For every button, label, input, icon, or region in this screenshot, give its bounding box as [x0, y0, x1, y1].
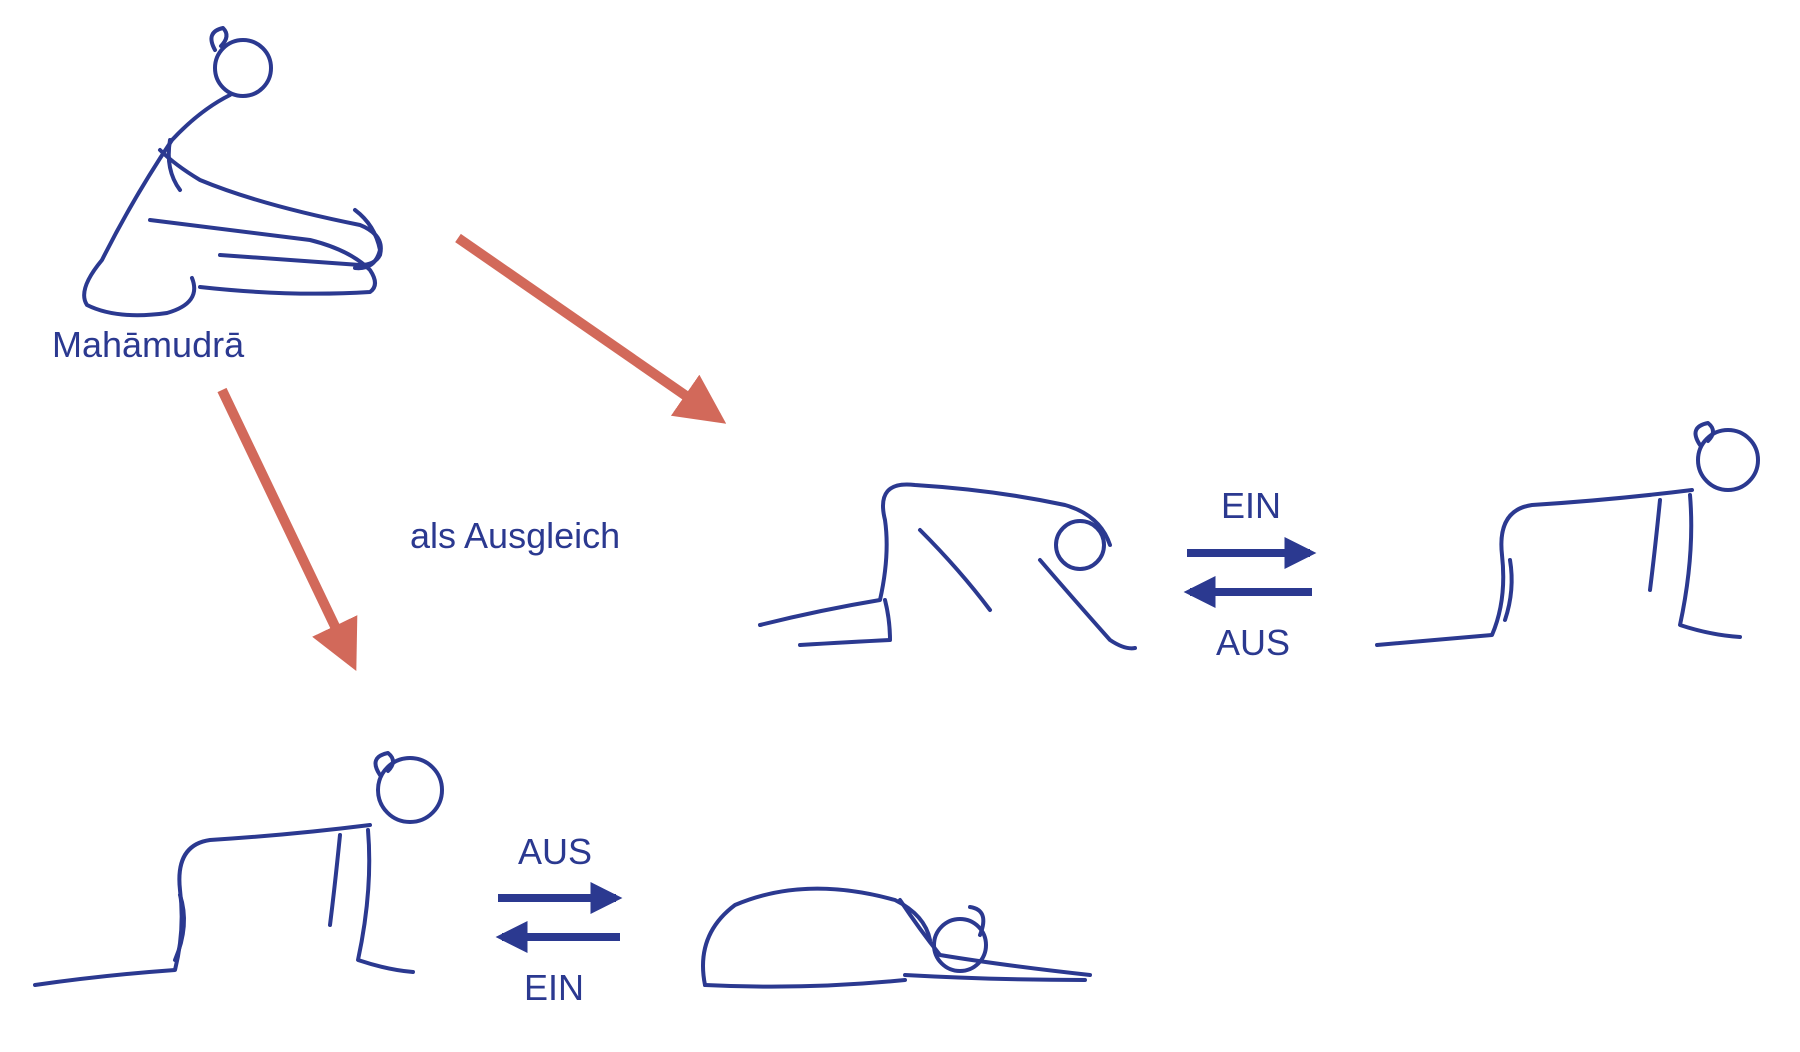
arrow-to-bottom-sequence: [217, 387, 358, 672]
figure-rounded-back-right: [758, 482, 1137, 651]
label-right-ein: EIN: [1221, 485, 1282, 526]
label-bottom-aus: AUS: [518, 831, 593, 872]
label-mahamudra: Mahāmudrā: [52, 324, 245, 365]
figure-childs-pose-bottom: [701, 886, 1092, 989]
figure-tabletop-bottom: [33, 751, 444, 987]
label-bottom-ein: EIN: [524, 967, 585, 1008]
figure-mahamudra-seated: [82, 26, 383, 318]
label-right-aus: AUS: [1216, 622, 1291, 663]
figure-tabletop-right: [1375, 421, 1760, 647]
arrow-to-right-sequence: [455, 233, 727, 424]
label-als-ausgleich: als Ausgleich: [410, 515, 621, 556]
